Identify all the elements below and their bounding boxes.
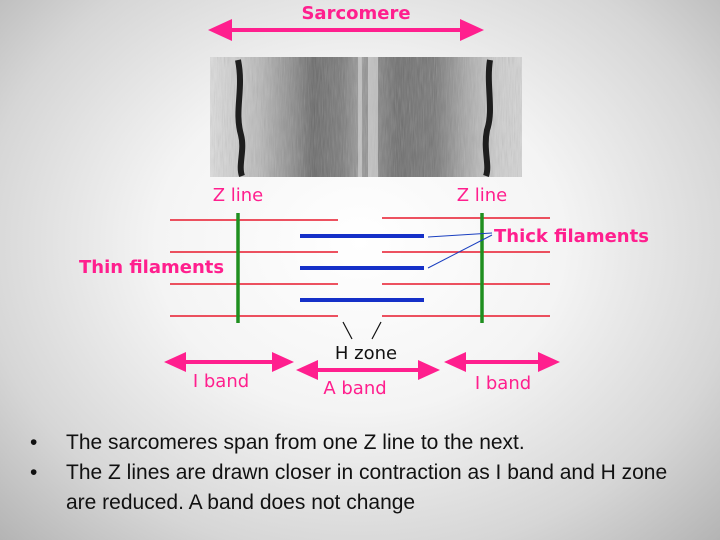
bullet-list: • The sarcomeres span from one Z line to…	[30, 428, 690, 518]
micrograph-image	[210, 57, 522, 178]
sarcomere-arrow	[208, 19, 484, 41]
bullet-item: • The Z lines are drawn closer in contra…	[30, 458, 690, 518]
thin-filaments	[170, 217, 550, 317]
a-band-label: A band	[323, 378, 386, 399]
thick-filaments-pointer	[427, 232, 493, 269]
thick-filaments	[300, 234, 424, 302]
thick-filaments-label: Thick filaments	[494, 226, 649, 247]
i-band-left-arrow	[164, 352, 294, 372]
sarcomere-diagram: Sarcomere Z line Z line Thick filaments	[79, 3, 649, 399]
thin-filaments-label: Thin filaments	[79, 257, 224, 278]
i-band-right-label: I band	[475, 373, 531, 394]
a-band-arrow	[296, 360, 440, 380]
bullet-text: The sarcomeres span from one Z line to t…	[66, 431, 525, 454]
h-zone-pointer	[342, 321, 382, 340]
h-zone-label: H zone	[335, 343, 397, 364]
sarcomere-label: Sarcomere	[301, 3, 410, 24]
i-band-right-arrow	[444, 352, 560, 372]
i-band-left-label: I band	[193, 371, 249, 392]
bullet-dot-icon: •	[30, 431, 38, 454]
bullet-text: The Z lines are drawn closer in contract…	[66, 461, 668, 514]
z-line-right-label: Z line	[457, 185, 508, 206]
bullet-item: • The sarcomeres span from one Z line to…	[30, 428, 690, 458]
z-line-left-label: Z line	[213, 185, 264, 206]
bullet-dot-icon: •	[30, 461, 38, 484]
